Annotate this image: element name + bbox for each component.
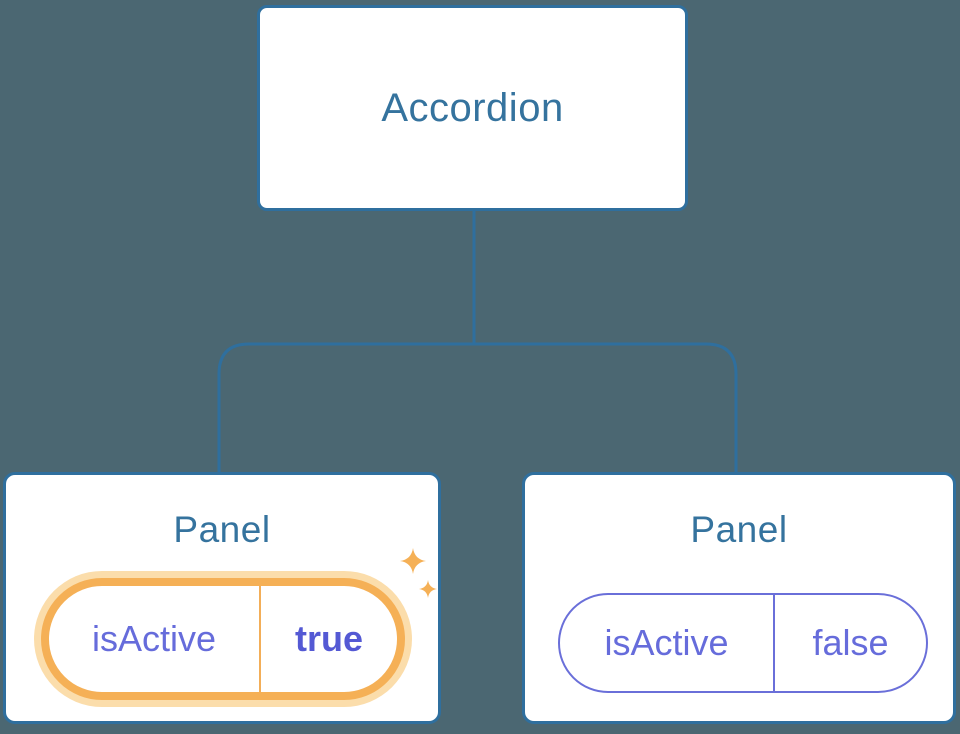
panel-node-active: Panel isActive true bbox=[3, 472, 441, 724]
panel-node-inactive: Panel isActive false bbox=[522, 472, 956, 724]
accordion-node: Accordion bbox=[257, 5, 688, 211]
state-pill-active: isActive true bbox=[41, 578, 405, 700]
prop-value: true bbox=[294, 618, 363, 659]
accordion-node-label: Accordion bbox=[381, 85, 564, 130]
sparkles-icon bbox=[400, 548, 437, 598]
prop-name: isActive bbox=[560, 595, 775, 691]
prop-name: isActive bbox=[49, 586, 261, 692]
panel-title: Panel bbox=[690, 509, 788, 550]
panel-title: Panel bbox=[173, 509, 271, 550]
state-pill-inactive: isActive false bbox=[558, 593, 928, 693]
prop-value: false bbox=[812, 622, 889, 663]
